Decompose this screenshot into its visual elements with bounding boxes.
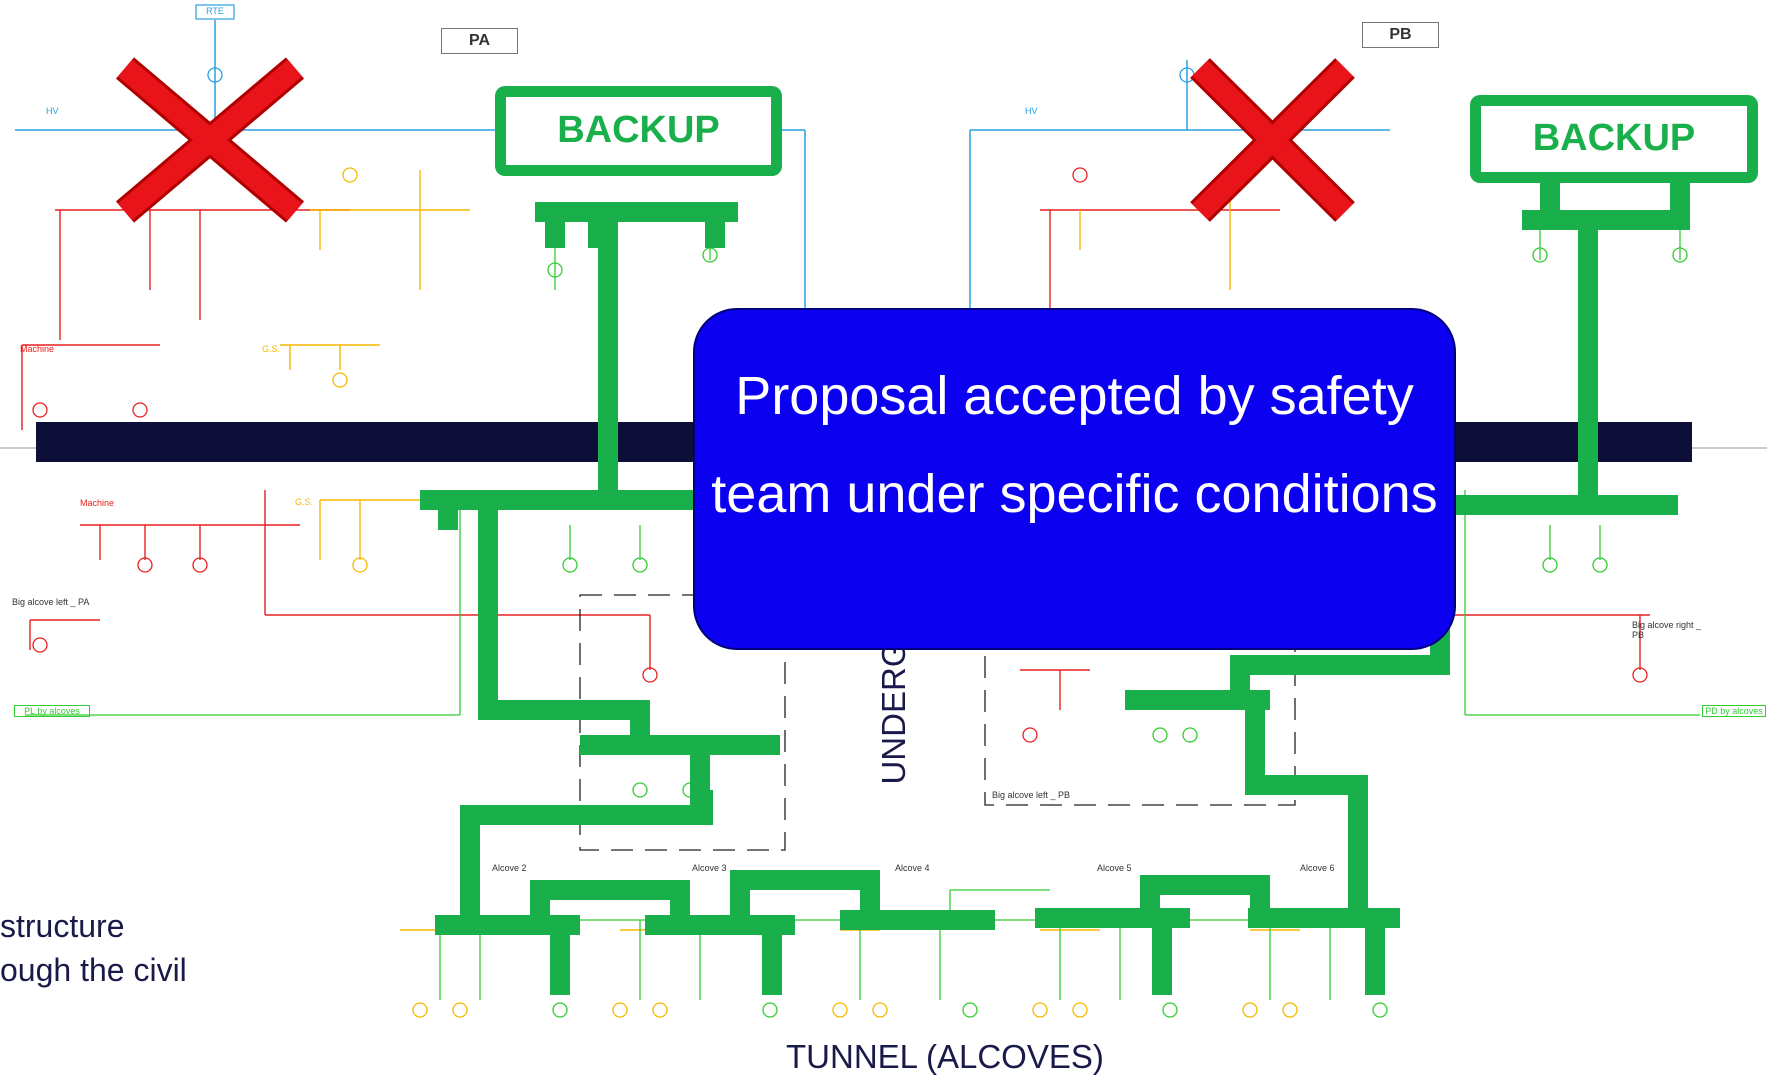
tunnel-alcove-lines bbox=[439, 919, 1400, 1000]
backup-route-right bbox=[1035, 172, 1690, 995]
machine-label-top: Machine bbox=[20, 344, 55, 354]
callout-box: Proposal accepted by safety team under s… bbox=[693, 308, 1456, 650]
rte-box bbox=[195, 4, 235, 20]
alcove-label: Alcove 6 bbox=[1300, 863, 1335, 873]
pl-alcoves-label: PL by alcoves bbox=[14, 705, 90, 717]
hv-label-right: HV bbox=[1025, 106, 1038, 116]
green-circuits bbox=[25, 225, 1700, 930]
backup-route-left bbox=[420, 202, 995, 995]
side-text-line1: structure bbox=[0, 908, 125, 944]
big-alcove-right-pb-label: Big alcove right _ PB bbox=[1632, 620, 1702, 640]
backup-box-right: BACKUP bbox=[1470, 95, 1758, 183]
gs-label-top: G.S. bbox=[262, 344, 281, 354]
backup-box-left: BACKUP bbox=[495, 86, 782, 176]
alcove-label: Alcove 3 bbox=[692, 863, 727, 873]
pa-label: PA bbox=[441, 28, 518, 54]
machine-label-bottom: Machine bbox=[80, 498, 115, 508]
alcove-label: Alcove 4 bbox=[895, 863, 930, 873]
side-text: structure ough the civil bbox=[0, 904, 187, 992]
red-cross-right-fill bbox=[1192, 60, 1353, 220]
red-cross-left-fill bbox=[117, 59, 303, 221]
backup-label-right: BACKUP bbox=[1532, 117, 1696, 159]
pd-alcoves-label: PD by alcoves bbox=[1702, 705, 1766, 717]
side-text-line2: ough the civil bbox=[0, 952, 187, 988]
big-alcove-left-pb-label: Big alcove left _ PB bbox=[992, 790, 1071, 800]
alcove-label: Alcove 2 bbox=[492, 863, 527, 873]
alcove-label: Alcove 5 bbox=[1097, 863, 1132, 873]
hv-label-left: HV bbox=[46, 106, 59, 116]
rte-label: RTE bbox=[206, 6, 224, 16]
tunnel-label: TUNNEL (ALCOVES) bbox=[786, 1038, 1104, 1075]
pb-label: PB bbox=[1362, 22, 1439, 48]
gs-label-bottom: G.S. bbox=[295, 497, 314, 507]
backup-label-left: BACKUP bbox=[557, 109, 720, 151]
big-alcove-left-pa-label: Big alcove left _ PA bbox=[12, 597, 90, 607]
